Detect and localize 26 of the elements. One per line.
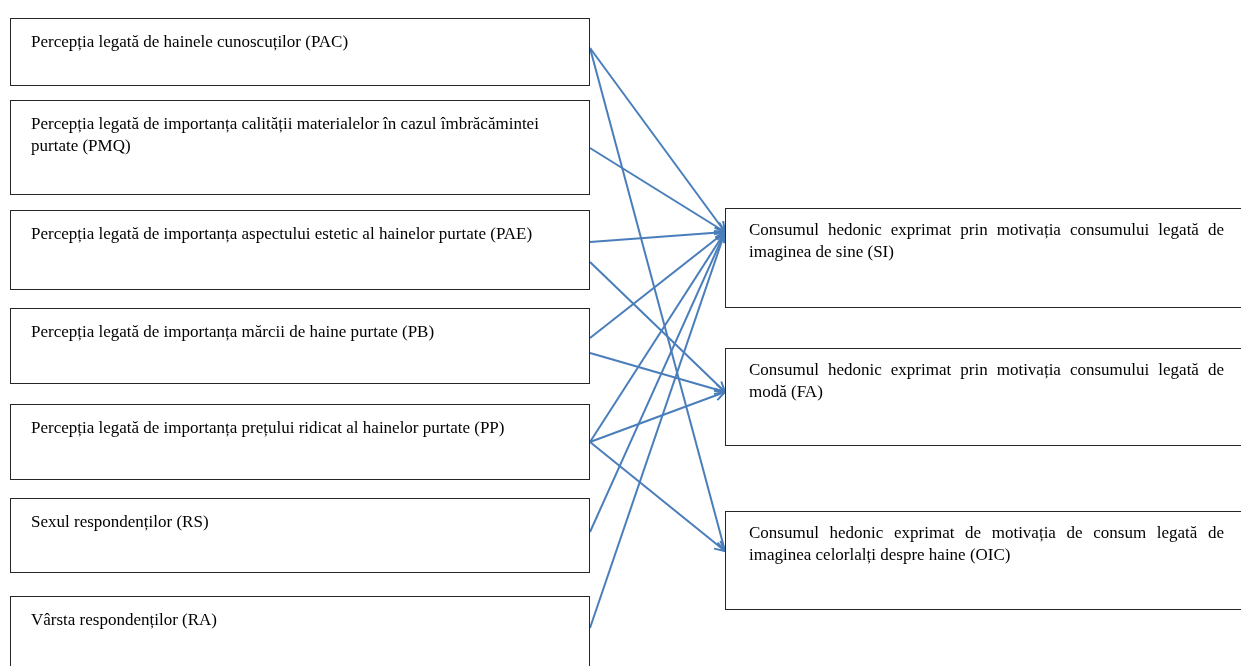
box-label: Percepția legată de hainele cunoscuților (PAC) (31, 31, 350, 53)
text-box (10, 404, 590, 480)
box-label: Percepția legată de importanța aspectului estetic al hainelor purtate (PAE) (31, 223, 534, 245)
text-box (10, 210, 590, 290)
text-box (10, 498, 590, 573)
arrow (589, 147, 726, 233)
text-box (10, 18, 590, 86)
box-label: Percepția legată de importanța prețului ridicat al hainelor purtate (PP) (31, 417, 506, 439)
text-box (10, 308, 590, 384)
arrow (589, 441, 726, 552)
arrow (589, 389, 726, 443)
box-label: Consumul hedonic exprimat de motivația de consum legată de imaginea celorlalți despre haine (OIC) (749, 522, 1225, 566)
text-box (725, 208, 1241, 308)
text-box (725, 348, 1241, 446)
text-box (10, 100, 590, 195)
box-label: Consumul hedonic exprimat prin motivația consumului legată de imaginea de sine (SI) (749, 219, 1225, 263)
box-label: Percepția legată de importanța calității materialelor în cazul îmbrăcămintei purtate (PMQ) (31, 113, 540, 157)
box-label: Consumul hedonic exprimat prin motivația consumului legată de modă (FA) (749, 359, 1225, 403)
arrow (589, 261, 726, 393)
text-box (725, 511, 1241, 610)
text-box (10, 596, 590, 666)
box-label: Sexul respondenților (RS) (31, 511, 210, 533)
arrow (589, 231, 726, 443)
box-label: Vârsta respondenților (RA) (31, 609, 218, 631)
box-label: Percepția legată de importanța mărcii de haine purtate (PB) (31, 321, 436, 343)
arrow (589, 352, 726, 396)
